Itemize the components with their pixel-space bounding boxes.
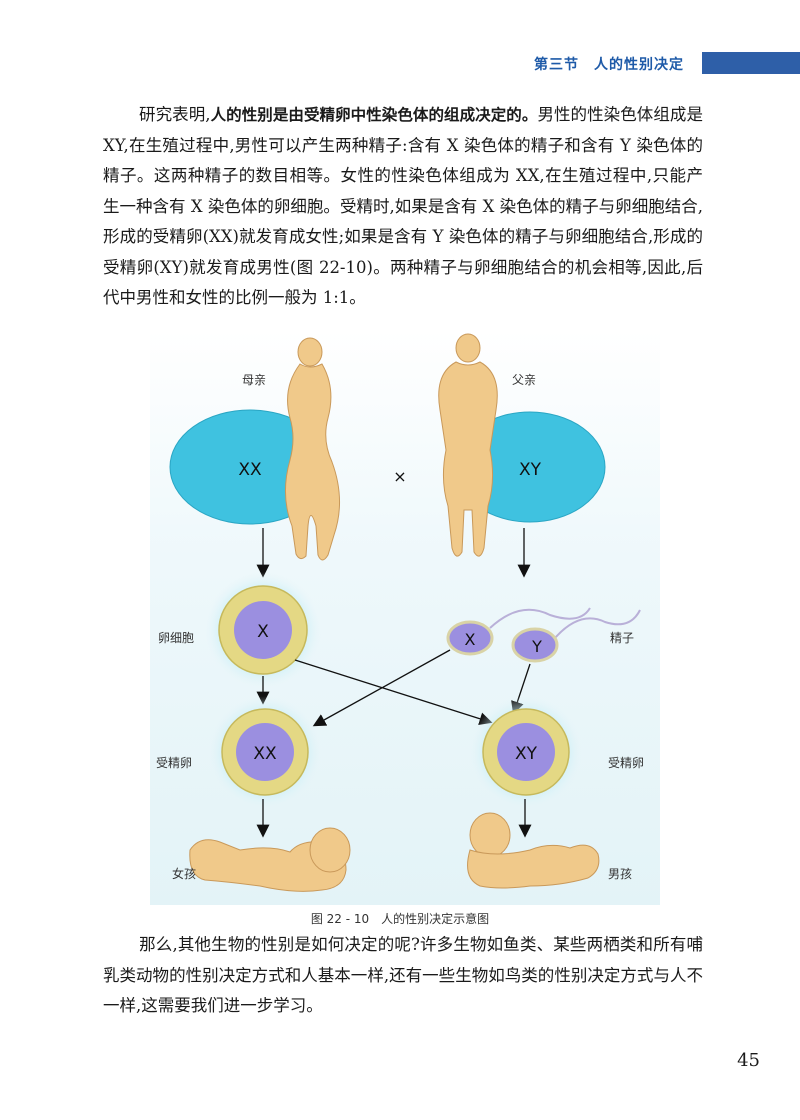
sex-determination-figure: 母亲 XX 父亲 XY × 卵细胞 X X [150, 330, 660, 905]
sperm-x-icon [446, 607, 591, 656]
body-paragraph-1: 研究表明,人的性别是由受精卵中性染色体的组成决定的。男性的性染色体组成是 XY,… [103, 100, 703, 314]
sex-determination-diagram: 母亲 XX 父亲 XY × 卵细胞 X X [156, 333, 644, 892]
zygote-left-nucleus [236, 723, 294, 781]
sperm-y-icon [511, 609, 641, 663]
boy-baby-icon [467, 812, 600, 889]
sperm-label: 精子 [610, 631, 634, 645]
zygote-left-chromosomes: XX [253, 744, 277, 764]
page-number: 45 [737, 1050, 760, 1071]
zygote-right-nucleus [497, 723, 555, 781]
paragraph-1-rest: 男性的性染色体组成是 XY,在生殖过程中,男性可以产生两种精子:含有 X 染色体… [103, 105, 703, 307]
father-figure-icon [438, 333, 498, 557]
paragraph-1-lead: 研究表明, [139, 105, 211, 124]
header-color-bar [702, 52, 800, 74]
sperm-x-chromosome: X [465, 630, 476, 649]
figure-caption: 图 22 - 10 人的性别决定示意图 [310, 912, 490, 926]
running-header: 第三节 人的性别决定 [534, 50, 800, 76]
boy-label: 男孩 [608, 867, 632, 881]
mother-label: 母亲 [242, 373, 266, 387]
section-title: 第三节 人的性别决定 [534, 57, 684, 73]
father-chromosomes: XY [519, 460, 542, 480]
cross-symbol: × [393, 467, 406, 486]
sperm-y-chromosome: Y [531, 637, 542, 656]
egg-to-zygote-right-arrow [294, 659, 493, 726]
zygote-right-chromosomes: XY [515, 744, 538, 764]
paragraph-1-emphasis: 人的性别是由受精卵中性染色体的组成决定的。 [210, 106, 538, 124]
mother-figure-icon [284, 337, 341, 561]
girl-label: 女孩 [172, 866, 196, 881]
paragraph-2-text: 那么,其他生物的性别是如何决定的呢?许多生物如鱼类、某些两栖类和所有哺乳类动物的… [103, 935, 703, 1015]
zygote-left-label: 受精卵 [156, 756, 192, 770]
mother-chromosomes: XX [238, 460, 262, 480]
egg-nucleus [234, 601, 292, 659]
body-paragraph-2: 那么,其他生物的性别是如何决定的呢?许多生物如鱼类、某些两栖类和所有哺乳类动物的… [103, 930, 703, 1022]
egg-label: 卵细胞 [158, 631, 194, 645]
zygote-right-label: 受精卵 [608, 756, 644, 770]
girl-baby-icon [189, 827, 351, 892]
egg-chromosome: X [257, 622, 269, 642]
father-label: 父亲 [512, 373, 536, 387]
sperm-x-to-zygote-left-arrow [312, 649, 451, 727]
